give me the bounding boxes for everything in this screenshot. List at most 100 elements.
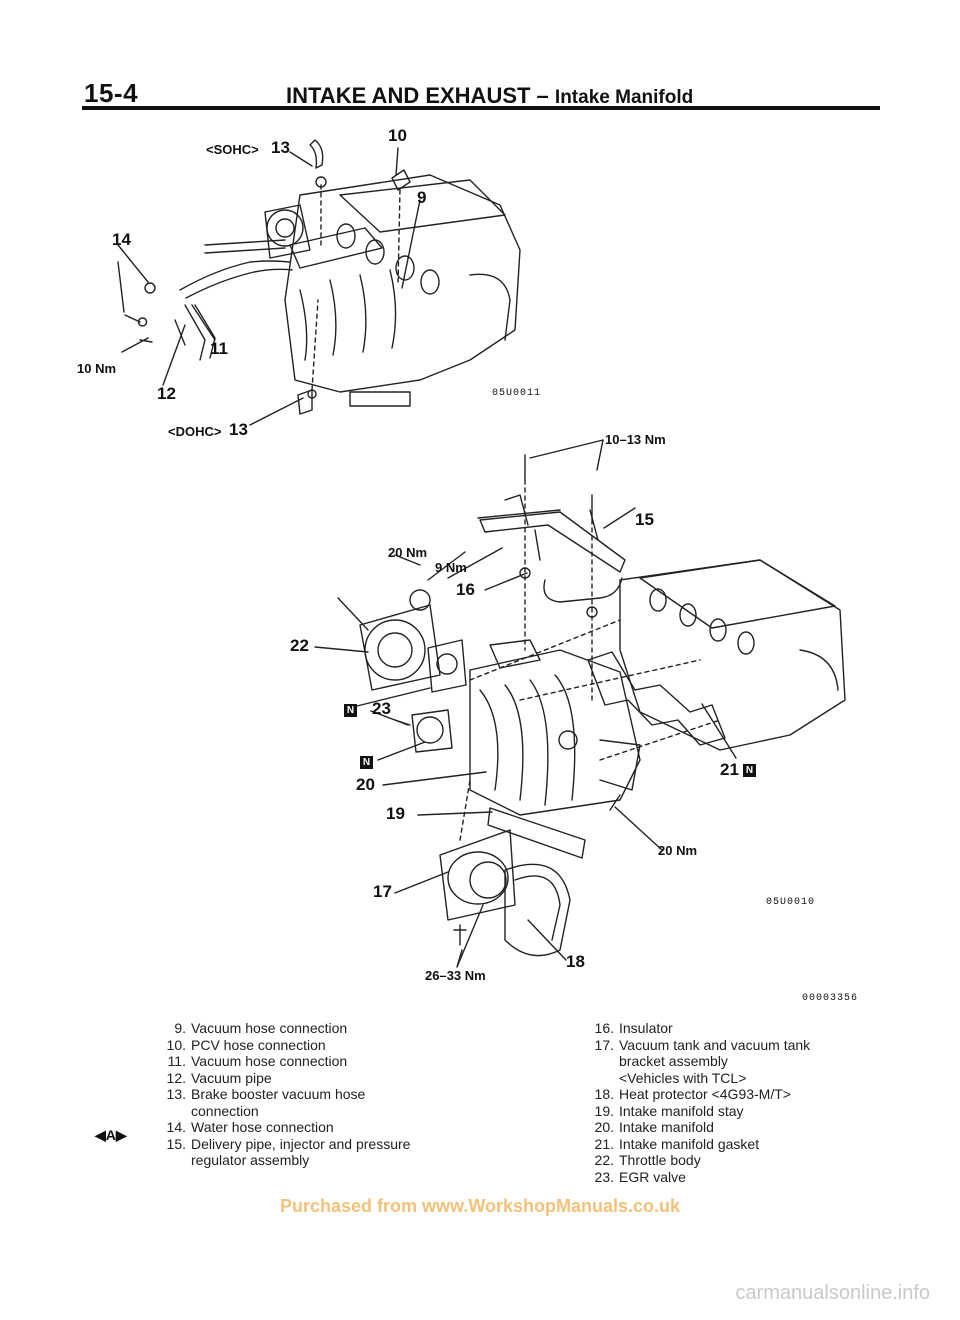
page-number: 15-4 <box>84 78 139 108</box>
label-dohc: <DOHC> <box>168 424 222 439</box>
callout-14: 14 <box>112 230 131 249</box>
legend-text: Water hose connection <box>191 1119 334 1135</box>
legend-item: regulator assembly <box>150 1152 480 1169</box>
legend-item: 16. Insulator <box>578 1020 878 1037</box>
legend-number <box>150 1152 191 1169</box>
callout-15: 15 <box>635 510 654 529</box>
legend-text: Intake manifold stay <box>619 1102 744 1119</box>
footer-purchase-link[interactable]: Purchased from www.WorkshopManuals.co.uk <box>279 1196 681 1216</box>
watermark: carmanualsonline.info <box>735 1282 930 1304</box>
legend-text: Vacuum tank and vacuum tank <box>619 1036 811 1053</box>
callout-23: 23 <box>372 699 391 718</box>
legend-text: Delivery pipe, injector and pressure <box>191 1135 411 1152</box>
legend-item: 19. Intake manifold stay <box>578 1103 878 1120</box>
legend-item: 20. Intake manifold <box>578 1119 878 1136</box>
new-part-mark-egr: N <box>360 754 373 772</box>
header-rule <box>82 106 880 110</box>
torque-9nm: 9 Nm <box>435 560 467 575</box>
legend-number: 12. <box>166 1069 186 1086</box>
torque-20nm-b: 20 Nm <box>658 843 698 858</box>
legend-number: 15. <box>166 1135 186 1152</box>
callout-13-dohc: 13 <box>229 420 248 439</box>
legend-item: bracket assembly <box>578 1053 878 1070</box>
callout-19: 19 <box>386 804 405 823</box>
callout-9: 9 <box>417 188 427 207</box>
upper-diagram-code: 05U0011 <box>492 388 542 399</box>
legend-item: 15. Delivery pipe, injector and pressure <box>150 1136 480 1153</box>
callout-16: 16 <box>456 580 475 599</box>
legend-item: 11. Vacuum hose connection <box>150 1053 480 1070</box>
legend-number: 22. <box>594 1152 614 1168</box>
title-sub: Intake Manifold <box>554 87 694 108</box>
torque-10-13nm: 10–13 Nm <box>605 432 666 447</box>
legend-item: 14. Water hose connection <box>150 1119 480 1136</box>
legend-right: 16. Insulator 17. Vacuum tank and vacuum ta… <box>578 1020 878 1185</box>
legend-text: Heat protector <4G93-M/T> <box>619 1086 791 1102</box>
legend-item: 22. Throttle body <box>578 1152 878 1169</box>
legend-text: Insulator <box>619 1020 673 1036</box>
lower-diagram-code: 05U0010 <box>766 897 816 908</box>
legend-number: 10. <box>166 1036 186 1053</box>
legend-item: 9. Vacuum hose connection <box>150 1020 480 1037</box>
legend-item: connection <box>150 1103 480 1120</box>
legend-number: 18. <box>594 1086 614 1102</box>
callout-10: 10 <box>388 126 407 145</box>
legend-item: <Vehicles with TCL> <box>578 1070 878 1087</box>
exploded-diagram <box>117 139 846 968</box>
legend-number <box>578 1053 619 1070</box>
legend-text: regulator assembly <box>191 1152 310 1168</box>
upper-engine-drawing <box>117 139 521 426</box>
callout-13-sohc: 13 <box>271 138 290 157</box>
legend-text: Vacuum hose connection <box>191 1053 348 1069</box>
legend-number: 11. <box>167 1053 186 1069</box>
legend-number: 17. <box>594 1036 614 1053</box>
legend-text: Vacuum hose connection <box>191 1020 348 1036</box>
legend-text: bracket assembly <box>619 1053 728 1069</box>
lower-engine-drawing <box>314 439 846 968</box>
legend-number: 9. <box>174 1020 186 1036</box>
legend-left: 9. Vacuum hose connection 10. PCV hose conn… <box>150 1020 480 1169</box>
note-a-marker: ◀A▶ <box>95 1127 127 1143</box>
legend-text: Intake manifold gasket <box>619 1135 760 1152</box>
legend-text: connection <box>191 1102 259 1119</box>
torque-10nm: 10 Nm <box>77 361 117 376</box>
legend-number: 14. <box>166 1119 186 1135</box>
new-part-mark-21: N <box>743 762 756 780</box>
legend-number: 23. <box>594 1168 614 1185</box>
legend-item: 23. EGR valve <box>578 1169 878 1186</box>
legend-item: 21. Intake manifold gasket <box>578 1136 878 1153</box>
title-main: INTAKE AND EXHAUST – <box>286 83 549 108</box>
callout-20: 20 <box>356 775 375 794</box>
legend-number <box>150 1103 191 1120</box>
callout-18: 18 <box>566 952 585 971</box>
legend-text: <Vehicles with TCL> <box>619 1069 747 1086</box>
torque-20nm-a: 20 Nm <box>388 545 428 560</box>
legend-number <box>578 1070 619 1087</box>
legend-item: 12. Vacuum pipe <box>150 1070 480 1087</box>
legend-item: 10. PCV hose connection <box>150 1037 480 1054</box>
legend-text: EGR valve <box>619 1168 686 1185</box>
page-title: INTAKE AND EXHAUST – Intake Manifold <box>286 83 693 109</box>
callout-21: 21 <box>720 760 739 779</box>
legend-number: 16. <box>594 1020 614 1036</box>
legend-text: Brake booster vacuum hose <box>191 1086 366 1102</box>
callout-11: 11 <box>210 339 228 358</box>
legend-number: 21. <box>594 1135 614 1152</box>
callout-22: 22 <box>290 636 309 655</box>
torque-26-33nm: 26–33 Nm <box>425 968 486 983</box>
legend-number: 20. <box>594 1119 614 1135</box>
legend-number: 19. <box>594 1102 614 1119</box>
figure-id: 00003356 <box>802 993 859 1004</box>
legend-item: 18. Heat protector <4G93-M/T> <box>578 1086 878 1103</box>
legend-text: Intake manifold <box>619 1119 714 1135</box>
callout-12: 12 <box>157 384 176 403</box>
new-part-mark-23: N <box>344 702 357 720</box>
label-sohc: <SOHC> <box>206 142 259 157</box>
legend-text: Vacuum pipe <box>191 1069 272 1086</box>
callout-17: 17 <box>373 882 392 901</box>
legend-text: PCV hose connection <box>191 1036 326 1053</box>
legend-number: 13. <box>166 1086 186 1102</box>
legend-item: 13. Brake booster vacuum hose <box>150 1086 480 1103</box>
legend-item: 17. Vacuum tank and vacuum tank <box>578 1037 878 1054</box>
legend-text: Throttle body <box>619 1152 701 1168</box>
